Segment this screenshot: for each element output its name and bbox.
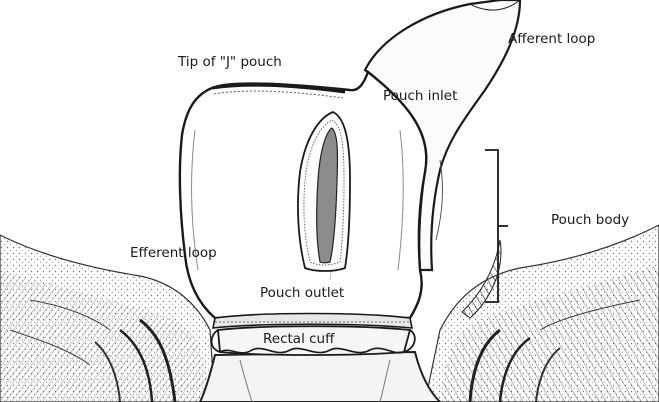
label-afferent-loop: Afferent loop xyxy=(508,33,595,47)
label-pouch-inlet: Pouch inlet xyxy=(383,90,457,104)
pelvic-muscle-right xyxy=(425,225,659,402)
label-rectal-cuff: Rectal cuff xyxy=(263,333,334,347)
label-efferent-loop: Efferent loop xyxy=(130,247,217,261)
label-pouch-body: Pouch body xyxy=(551,214,629,228)
label-tip-of-j-pouch: Tip of "J" pouch xyxy=(178,56,282,70)
anal-canal xyxy=(200,352,440,402)
label-pouch-outlet: Pouch outlet xyxy=(260,287,344,301)
